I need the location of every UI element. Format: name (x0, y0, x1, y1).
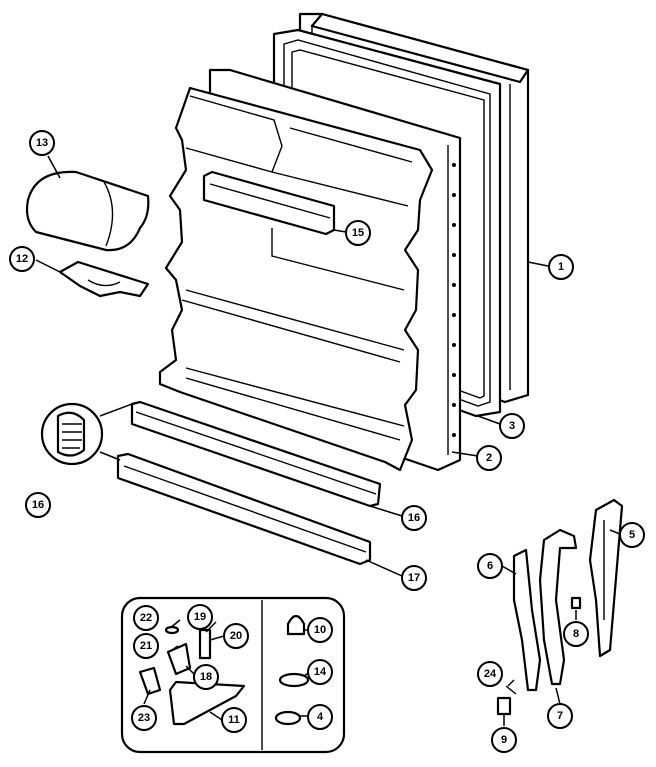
callout-23: 22 (133, 605, 159, 631)
svg-text:8: 8 (573, 628, 579, 640)
svg-text:9: 9 (501, 734, 507, 746)
callout-16-detail: 16 (25, 492, 51, 518)
svg-text:20: 20 (230, 630, 242, 642)
callout-12: 12 (9, 246, 35, 272)
svg-text:21: 21 (140, 640, 152, 652)
stop-part-11 (168, 680, 246, 726)
callout-24: 23 (131, 705, 157, 731)
svg-text:14: 14 (314, 666, 327, 678)
svg-text:15: 15 (352, 227, 364, 239)
svg-text:6: 6 (487, 560, 493, 572)
dairy-door (25, 170, 150, 252)
bushing-part-9 (496, 696, 512, 716)
cap-part-14 (278, 672, 310, 688)
callout-17: 17 (401, 565, 427, 591)
callout-25: 24 (477, 661, 503, 687)
svg-text:1: 1 (558, 261, 564, 273)
shelf-retainer-bar-lower (116, 452, 372, 566)
inner-door-liner (158, 68, 462, 472)
svg-text:4: 4 (317, 711, 324, 723)
screw-part-25 (505, 685, 517, 695)
callout-7: 7 (547, 703, 573, 729)
callout-10: 10 (307, 617, 333, 643)
detail-magnifier (40, 402, 133, 466)
washer-part-23 (164, 625, 180, 635)
svg-text:18: 18 (200, 671, 212, 683)
callout-4: 4 (307, 704, 333, 730)
cam-part-24 (138, 666, 162, 696)
callout-19: 18 (193, 664, 219, 690)
callout-2: 2 (476, 445, 502, 471)
svg-text:7: 7 (557, 710, 563, 722)
svg-text:16: 16 (32, 499, 44, 511)
shelf-retainer-bar-upper (130, 400, 382, 508)
callout-1: 1 (548, 254, 574, 280)
callout-11: 11 (221, 707, 247, 733)
bracket-part-20 (198, 628, 212, 660)
button-part-10 (286, 614, 306, 636)
callout-15: 15 (345, 220, 371, 246)
svg-text:10: 10 (314, 624, 326, 636)
cap-part-4 (274, 710, 302, 726)
callout-21: 20 (223, 623, 249, 649)
callout-22: 21 (133, 633, 159, 659)
svg-text:3: 3 (509, 420, 515, 432)
svg-text:17: 17 (408, 572, 420, 584)
callout-20: 19 (187, 604, 213, 630)
svg-text:24: 24 (484, 668, 497, 680)
hinge-part-5 (588, 498, 624, 658)
hinge-part-6 (512, 548, 542, 692)
dairy-door-hinge (58, 260, 150, 298)
svg-text:5: 5 (629, 529, 635, 541)
callout-3: 3 (499, 413, 525, 439)
svg-text:23: 23 (138, 712, 150, 724)
callout-16-bar: 16 (401, 505, 427, 531)
svg-text:19: 19 (194, 611, 206, 623)
callout-6: 6 (477, 553, 503, 579)
svg-text:12: 12 (16, 253, 28, 265)
parts-inset-box (120, 596, 346, 754)
callout-5: 5 (619, 522, 645, 548)
bracket-part-19 (166, 642, 192, 676)
callout-9: 9 (491, 727, 517, 753)
hinge-part-7 (538, 528, 578, 686)
svg-text:16: 16 (408, 512, 420, 524)
svg-text:22: 22 (140, 612, 152, 624)
svg-text:13: 13 (36, 137, 48, 149)
svg-text:2: 2 (486, 452, 492, 464)
hinge-pin-part-8 (570, 596, 582, 610)
callout-8: 8 (563, 621, 589, 647)
callout-14: 14 (307, 659, 333, 685)
svg-text:11: 11 (228, 714, 240, 726)
callout-13: 13 (29, 130, 55, 156)
